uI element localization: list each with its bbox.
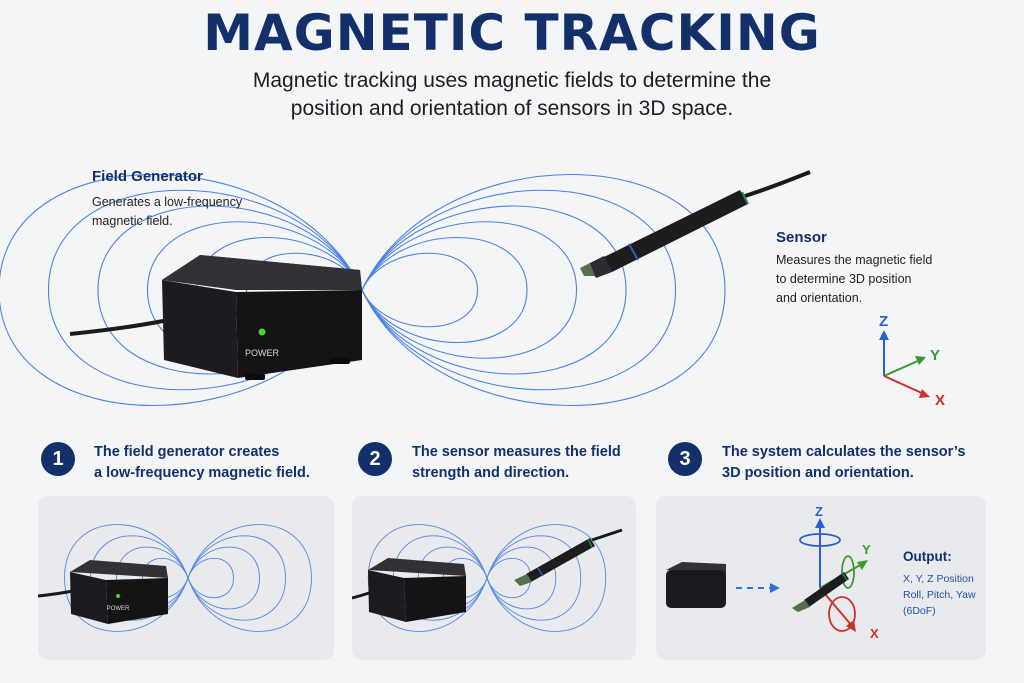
step-2-line-2: strength and direction. xyxy=(412,465,570,481)
step-1-line-1: The field generator creates xyxy=(94,444,280,460)
step-1-panel: POWER xyxy=(38,496,334,660)
panel-2-generator-device xyxy=(368,558,466,622)
step-1-illustration: POWER xyxy=(38,524,312,632)
pitch-rotation-icon xyxy=(841,555,855,589)
sensor-device xyxy=(580,190,749,278)
field-line xyxy=(361,252,479,328)
step-1-badge: 1 xyxy=(41,442,75,476)
power-label: POWER xyxy=(245,348,280,358)
sensor-description: Measures the magnetic field to determine… xyxy=(776,251,966,308)
step-1-text: The field generator creates a low-freque… xyxy=(94,442,334,484)
field-generator-title: Field Generator xyxy=(92,168,203,185)
step-3-panel: Z Y X xyxy=(656,496,986,660)
panel-1-power-label: POWER xyxy=(107,606,130,612)
output-title: Output: xyxy=(903,549,952,564)
xyz-axes-icon: Z Y X xyxy=(879,313,945,409)
step-2-text: The sensor measures the field strength a… xyxy=(412,442,642,484)
panel-3-axis-x-label: X xyxy=(870,626,879,641)
step-3-line-2: 3D position and orientation. xyxy=(722,465,914,481)
output-position: X, Y, Z Position xyxy=(903,573,974,585)
subtitle-line-2: position and orientation of sensors in 3… xyxy=(290,97,734,120)
step-1-line-2: a low-frequency magnetic field. xyxy=(94,465,310,481)
step-3-badge: 3 xyxy=(668,442,702,476)
panel-3-sensor-device xyxy=(792,572,849,612)
main-illustration: POWER Z Y X xyxy=(0,170,945,409)
sensor-text-line-1: Measures the magnetic field xyxy=(776,253,933,267)
field-line xyxy=(187,535,286,621)
output-list: X, Y, Z Position Roll, Pitch, Yaw (6DoF) xyxy=(903,571,983,619)
field-line xyxy=(187,557,234,599)
axis-z-label: Z xyxy=(879,313,888,330)
axis-x-label: X xyxy=(935,392,945,409)
field-line xyxy=(187,546,260,610)
panel-3-axis-y-label: Y xyxy=(862,542,871,557)
field-line xyxy=(0,174,363,406)
step-2-panel xyxy=(352,496,636,660)
power-led-icon xyxy=(258,328,266,336)
field-line xyxy=(361,205,627,375)
panel-1-generator-device: POWER xyxy=(70,560,168,624)
field-generator-text-line-1: Generates a low-frequency xyxy=(92,195,243,209)
panel-1-led-icon xyxy=(116,594,120,598)
field-line xyxy=(361,237,528,343)
panel-3-generator-device xyxy=(666,562,726,608)
sensor-cable xyxy=(744,170,811,198)
field-generator-description: Generates a low-frequency magnetic field… xyxy=(92,193,262,231)
field-line xyxy=(142,557,189,599)
sensor-text-line-3: and orientation. xyxy=(776,291,863,305)
page-title: MAGNETIC TRACKING xyxy=(203,4,821,62)
field-line xyxy=(361,189,677,391)
subtitle-line-1: Magnetic tracking uses magnetic fields t… xyxy=(252,69,772,92)
field-line xyxy=(361,174,726,406)
field-line xyxy=(486,546,557,610)
step-3-illustration: Z Y X xyxy=(666,504,879,641)
output-dof: (6DoF) xyxy=(903,605,936,617)
axis-y-label: Y xyxy=(930,347,940,364)
arrow-right-icon xyxy=(770,583,780,593)
field-line xyxy=(486,535,582,621)
page-subtitle: Magnetic tracking uses magnetic fields t… xyxy=(0,67,1024,123)
generator-cable xyxy=(69,316,179,336)
field-generator-device: POWER xyxy=(162,255,362,380)
yaw-rotation-icon xyxy=(799,533,841,547)
step-3-text: The system calculates the sensor’s 3D po… xyxy=(722,442,982,484)
field-line xyxy=(64,524,189,632)
panel-2-sensor-device xyxy=(514,538,595,586)
field-line xyxy=(486,524,607,632)
field-generator-text-line-2: magnetic field. xyxy=(92,214,173,228)
output-rotation: Roll, Pitch, Yaw xyxy=(903,589,976,601)
sensor-title: Sensor xyxy=(776,229,827,246)
step-2-line-1: The sensor measures the field xyxy=(412,444,621,460)
step-2-illustration xyxy=(352,524,623,632)
field-line xyxy=(361,221,578,359)
step-3-line-1: The system calculates the sensor’s xyxy=(722,444,966,460)
step-2-badge: 2 xyxy=(358,442,392,476)
roll-rotation-icon xyxy=(828,596,856,632)
panel-3-axis-z-label: Z xyxy=(815,504,823,519)
field-line xyxy=(187,524,312,632)
sensor-text-line-2: to determine 3D position xyxy=(776,272,912,286)
